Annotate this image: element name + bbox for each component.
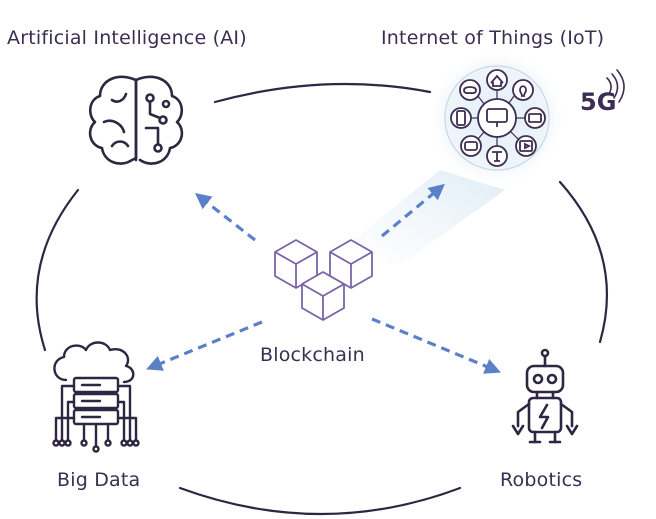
arrow-to-robotics: [371, 317, 501, 374]
ring-arcs: [35, 82, 609, 516]
node-label-iot: Internet of Things (IoT): [381, 27, 605, 49]
robot-icon: [511, 348, 579, 444]
arc-right: [558, 180, 609, 344]
arc-top: [213, 82, 432, 104]
arrows: [146, 183, 501, 374]
arrow-to-ai: [194, 193, 256, 242]
arrow-to-iot: [380, 183, 445, 238]
node-label-big-data: Big Data: [57, 469, 141, 491]
server-cloud-icon: [52, 341, 140, 453]
arc-left: [35, 188, 80, 352]
arrow-to-big-data: [146, 320, 263, 371]
signal-icon: [606, 69, 625, 103]
blockchain-cubes-icon: [274, 239, 373, 321]
node-label-blockchain: Blockchain: [260, 344, 365, 366]
iot-beam: [335, 170, 505, 265]
cube-right: [329, 239, 373, 289]
arc-bottom: [178, 486, 462, 516]
cube-bottom: [301, 271, 345, 321]
node-label-ai: Artificial Intelligence (AI): [7, 27, 247, 49]
node-label-robotics: Robotics: [500, 469, 583, 491]
brain-icon: [88, 75, 184, 165]
iot-network-icon: [444, 65, 550, 171]
5g-badge: 5G: [580, 88, 617, 116]
